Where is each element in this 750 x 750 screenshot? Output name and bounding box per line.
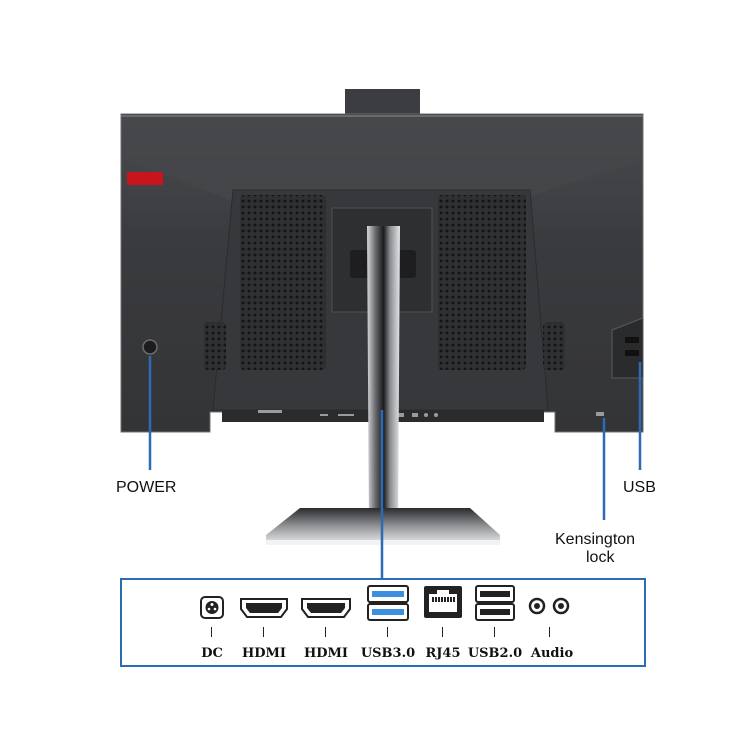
port-label-usb2: USB2.0 (467, 646, 523, 661)
right-small-vent (543, 322, 565, 370)
port-label-audio: Audio (530, 646, 574, 661)
tick-dc (211, 627, 213, 637)
usb-callout-label: USB (623, 479, 656, 496)
tick-hdmi-2 (325, 627, 327, 637)
power-callout-label: POWER (116, 479, 177, 496)
tick-rj45 (442, 627, 444, 637)
red-badge (127, 172, 163, 185)
left-small-vent (204, 322, 226, 370)
tick-usb3 (387, 627, 389, 637)
port-label-rj45: RJ45 (425, 646, 461, 661)
monitor-rear-view (120, 89, 644, 578)
port-label-usb3: USB3.0 (360, 646, 416, 661)
callout-lines (148, 356, 642, 578)
tick-audio (549, 627, 551, 637)
port-label-hdmi-2: HDMI (303, 646, 349, 661)
port-label-hdmi-1: HDMI (241, 646, 287, 661)
stand-column (367, 226, 400, 530)
tick-hdmi-1 (263, 627, 265, 637)
stand-top-cap (345, 89, 420, 115)
kensington-callout-label: Kensington (555, 531, 636, 548)
kensington-callout-label-2: lock (586, 549, 615, 566)
left-vent-grille (240, 195, 326, 370)
tick-usb2 (494, 627, 496, 637)
side-usb-port-1 (625, 337, 639, 343)
port-label-dc: DC (201, 646, 223, 661)
side-usb-port-2 (625, 350, 639, 356)
power-button[interactable] (142, 339, 158, 355)
right-vent-grille (438, 195, 526, 370)
